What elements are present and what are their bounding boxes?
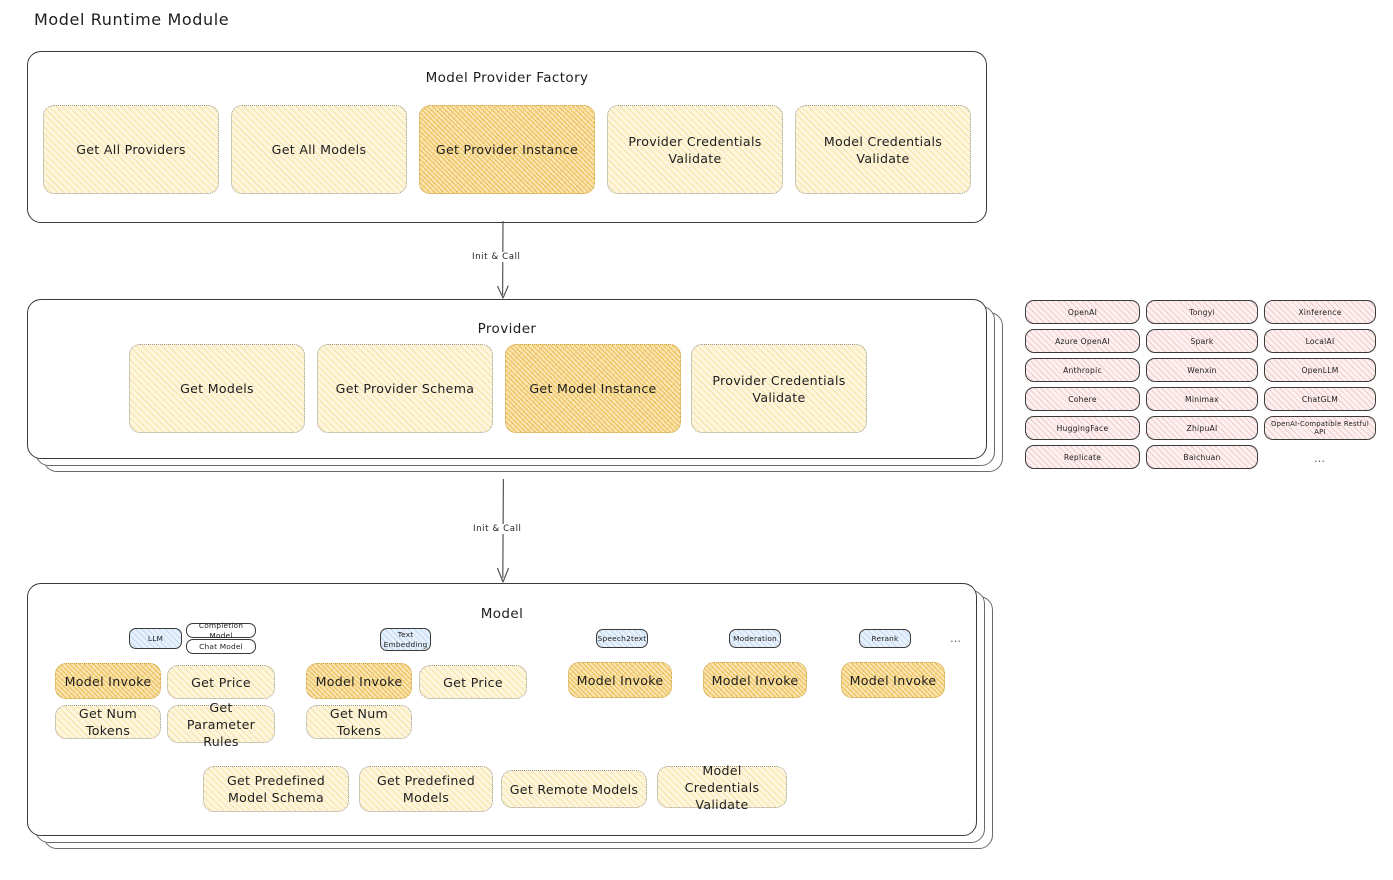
factory-card-provider-credentials-validate[interactable]: Provider Credentials Validate	[607, 105, 783, 194]
factory-card-model-credentials-validate[interactable]: Model Credentials Validate	[795, 105, 971, 194]
model-card-get-predefined-model-schema[interactable]: Get Predefined Model Schema	[203, 766, 349, 812]
model-card-text-embedding-get-price[interactable]: Get Price	[419, 665, 527, 699]
model-card-llm-get-price[interactable]: Get Price	[167, 665, 275, 699]
model-card-llm-get-parameter-rules[interactable]: Get Parameter Rules	[167, 700, 275, 749]
model-provider-factory-title: Model Provider Factory	[425, 70, 589, 86]
provider-pill-openllm[interactable]: OpenLLM	[1264, 358, 1376, 382]
provider-pill-localai[interactable]: LocalAI	[1264, 329, 1376, 353]
page-title: Model Runtime Module	[34, 10, 230, 29]
model-tag-speech2text[interactable]: Speech2text	[596, 629, 648, 648]
provider-pill-xinference[interactable]: Xinference	[1264, 300, 1376, 324]
factory-card-get-provider-instance[interactable]: Get Provider Instance	[419, 105, 595, 194]
model-card-model-credentials-validate[interactable]: Model Credentials Validate	[657, 763, 787, 812]
model-card-llm-get-num-tokens[interactable]: Get Num Tokens	[55, 705, 161, 739]
provider-pill-openai[interactable]: OpenAI	[1025, 300, 1140, 324]
provider-card-get-provider-schema[interactable]: Get Provider Schema	[317, 344, 493, 433]
provider-pill-wenxin[interactable]: Wenxin	[1146, 358, 1258, 382]
factory-card-get-all-providers[interactable]: Get All Providers	[43, 105, 219, 194]
provider-pill-huggingface[interactable]: HuggingFace	[1025, 416, 1140, 440]
model-tag-text-embedding[interactable]: Text Embedding	[380, 628, 431, 651]
provider-pill-anthropic[interactable]: Anthropic	[1025, 358, 1140, 382]
model-title: Model	[480, 606, 524, 622]
model-tag-moderation[interactable]: Moderation	[729, 629, 781, 648]
provider-pill-minimax[interactable]: Minimax	[1146, 387, 1258, 411]
arrow-provider-to-model-label: Init & Call	[470, 524, 525, 534]
model-tag-rerank[interactable]: Rerank	[859, 629, 911, 648]
model-groups-ellipsis: …	[950, 632, 962, 645]
provider-pill-zhipuai[interactable]: ZhipuAI	[1146, 416, 1258, 440]
provider-pill-openai-compatible-restful-api[interactable]: OpenAI-Compatible Restful API	[1264, 416, 1376, 440]
provider-pill-baichuan[interactable]: Baichuan	[1146, 445, 1258, 469]
model-tag-llm[interactable]: LLM	[129, 628, 182, 649]
provider-list-ellipsis: …	[1314, 452, 1326, 465]
model-card-text-embedding-get-num-tokens[interactable]: Get Num Tokens	[306, 705, 412, 739]
provider-pill-cohere[interactable]: Cohere	[1025, 387, 1140, 411]
model-card-rerank-model-invoke[interactable]: Model Invoke	[841, 662, 945, 698]
provider-title: Provider	[477, 321, 537, 337]
factory-card-get-all-models[interactable]: Get All Models	[231, 105, 407, 194]
model-card-get-remote-models[interactable]: Get Remote Models	[501, 770, 647, 808]
model-card-text-embedding-model-invoke[interactable]: Model Invoke	[306, 663, 412, 699]
model-tag-chat-model[interactable]: Chat Model	[186, 639, 256, 654]
provider-card-provider-credentials-validate[interactable]: Provider Credentials Validate	[691, 344, 867, 433]
provider-card-get-model-instance[interactable]: Get Model Instance	[505, 344, 681, 433]
provider-pill-spark[interactable]: Spark	[1146, 329, 1258, 353]
provider-pill-replicate[interactable]: Replicate	[1025, 445, 1140, 469]
arrow-factory-to-provider-label: Init & Call	[469, 252, 524, 262]
provider-pill-chatglm[interactable]: ChatGLM	[1264, 387, 1376, 411]
provider-pill-tongyi[interactable]: Tongyi	[1146, 300, 1258, 324]
model-card-get-predefined-models[interactable]: Get Predefined Models	[359, 766, 493, 812]
model-tag-completion-model[interactable]: Completion Model	[186, 621, 256, 640]
model-card-llm-model-invoke[interactable]: Model Invoke	[55, 663, 161, 699]
provider-card-get-models[interactable]: Get Models	[129, 344, 305, 433]
model-card-speech2text-model-invoke[interactable]: Model Invoke	[568, 662, 672, 698]
provider-pill-azure-openai[interactable]: Azure OpenAI	[1025, 329, 1140, 353]
model-card-moderation-model-invoke[interactable]: Model Invoke	[703, 662, 807, 698]
